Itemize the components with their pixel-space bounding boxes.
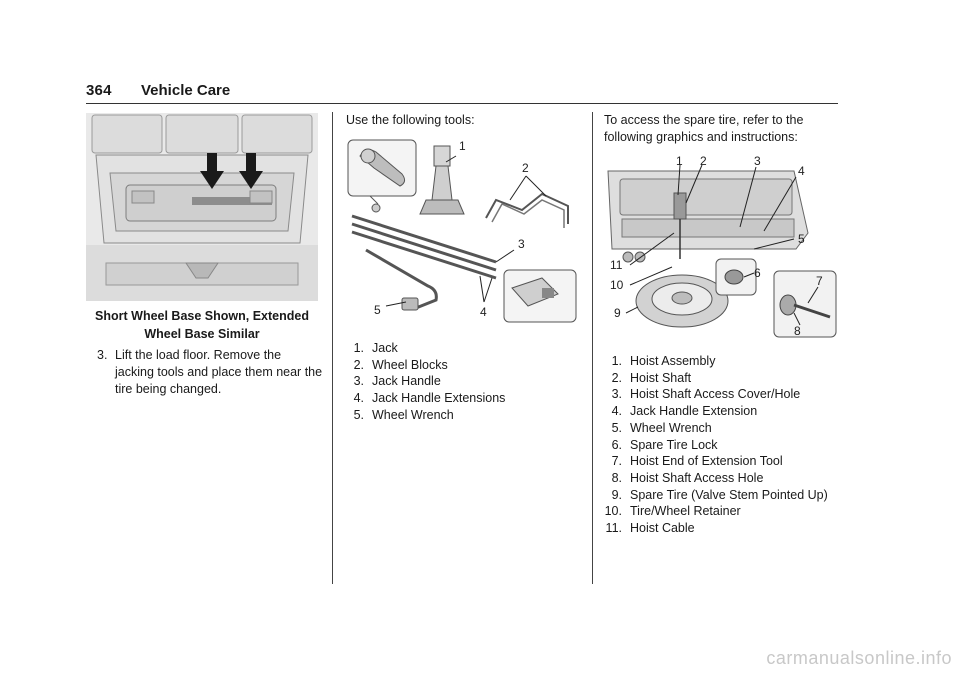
list-item: 2.Hoist Shaft	[611, 370, 692, 385]
step-3: 3. Lift the load floor. Remove the jacki…	[97, 347, 323, 398]
spare-callout-7: 7	[816, 274, 823, 288]
tools-list: 1.Jack 2.Wheel Blocks 3.Jack Handle 4.Ja…	[346, 340, 506, 424]
list-item: 6.Spare Tire Lock	[611, 437, 718, 452]
spare-callout-4: 4	[798, 164, 805, 178]
list-item: 1.Hoist Assembly	[611, 354, 716, 368]
section-title: Vehicle Care	[141, 82, 231, 99]
column-divider-right	[592, 112, 593, 584]
list-item: 5.Wheel Wrench	[353, 407, 454, 422]
tools-callout-3: 3	[518, 237, 525, 251]
spare-callout-8: 8	[794, 324, 801, 338]
spare-tire-illustration: 1 2 3 4 5 6 7 8 9 10 11	[604, 153, 840, 343]
list-item: 9.Spare Tire (Valve Stem Pointed Up)	[611, 487, 828, 502]
page-number: 364	[86, 82, 112, 99]
spare-callout-1: 1	[676, 154, 683, 168]
list-item: 5.Wheel Wrench	[611, 420, 712, 435]
spare-callout-11: 11	[610, 258, 623, 272]
spare-tire-list: 1.Hoist Assembly 2.Hoist Shaft 3.Hoist S…	[604, 353, 828, 537]
list-item: 7.Hoist End of Extension Tool	[611, 454, 783, 469]
tools-callout-1: 1	[459, 139, 466, 153]
step-text: Lift the load floor. Remove the jacking …	[115, 348, 323, 396]
list-item: 10.Tire/Wheel Retainer	[604, 504, 741, 519]
list-item: 4.Jack Handle Extensions	[353, 391, 506, 406]
list-item: 11.Hoist Cable	[605, 521, 695, 536]
header-rule	[86, 103, 838, 104]
tools-illustration: 1 2 3 4 5	[346, 138, 580, 324]
figure-caption: Short Wheel Base Shown, Extended Wheel B…	[95, 309, 309, 341]
spare-callout-2: 2	[700, 154, 707, 168]
spare-tire-drawing: 1 2 3 4 5 6 7 8 9 10 11	[607, 154, 837, 338]
load-floor-illustration	[86, 113, 318, 301]
step-number: 3.	[97, 348, 108, 362]
page-header: 364 Vehicle Care	[86, 82, 838, 106]
column-divider-left	[332, 112, 333, 584]
spare-callout-6: 6	[754, 266, 761, 280]
spare-callout-5: 5	[798, 232, 805, 246]
spare-tire-intro: To access the spare tire, refer to the f…	[604, 113, 804, 144]
list-item: 2.Wheel Blocks	[353, 357, 448, 372]
tools-callout-2: 2	[522, 161, 529, 175]
spare-callout-9: 9	[614, 306, 621, 320]
spare-callout-3: 3	[754, 154, 761, 168]
tools-callout-4: 4	[480, 305, 487, 319]
list-item: 8.Hoist Shaft Access Hole	[611, 470, 764, 485]
tools-callout-5: 5	[374, 303, 381, 317]
list-item: 3.Jack Handle	[353, 374, 441, 389]
list-item: 3.Hoist Shaft Access Cover/Hole	[611, 387, 801, 402]
tools-intro: Use the following tools:	[346, 113, 475, 127]
watermark: carmanualsonline.info	[766, 648, 952, 668]
load-floor-drawing	[86, 113, 318, 301]
spare-callout-10: 10	[610, 278, 624, 292]
tools-drawing: 1 2 3 4 5	[347, 139, 577, 323]
list-item: 1.Jack	[353, 341, 398, 355]
list-item: 4.Jack Handle Extension	[611, 404, 758, 419]
